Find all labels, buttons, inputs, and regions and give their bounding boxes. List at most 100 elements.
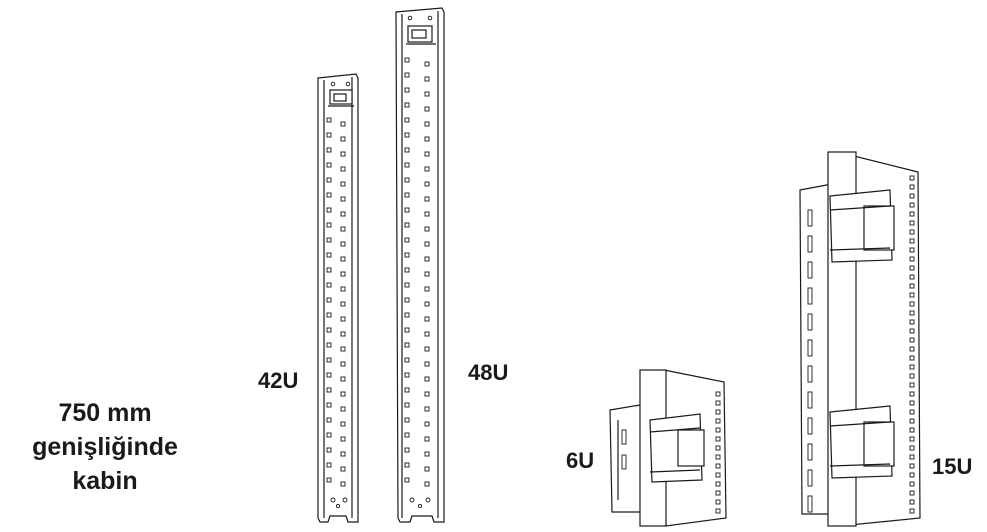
mounting-hole [340, 256, 346, 262]
mounting-slot [807, 287, 813, 305]
mounting-hole [340, 226, 346, 232]
mounting-hole [404, 327, 410, 333]
mounting-slot [807, 339, 813, 357]
mounting-hole [909, 328, 915, 334]
mounting-hole [404, 147, 410, 153]
mounting-hole [715, 436, 721, 442]
mounting-hole [404, 387, 410, 393]
mounting-hole [424, 76, 430, 82]
mounting-hole [340, 301, 346, 307]
rail-48u [395, 7, 445, 523]
mounting-hole [909, 229, 915, 235]
mounting-hole [340, 166, 346, 172]
mounting-hole [404, 462, 410, 468]
mounting-hole [340, 316, 346, 322]
mounting-hole [909, 256, 915, 262]
mounting-hole [340, 346, 346, 352]
mounting-hole [326, 162, 332, 168]
mounting-hole [404, 342, 410, 348]
mounting-hole [326, 447, 332, 453]
mounting-hole [340, 271, 346, 277]
mounting-hole [909, 274, 915, 280]
mounting-slot [807, 313, 813, 331]
mounting-hole [326, 372, 332, 378]
mounting-hole [404, 357, 410, 363]
mounting-hole [424, 286, 430, 292]
mounting-hole [909, 292, 915, 298]
rail-6u [609, 369, 727, 527]
mounting-hole [340, 391, 346, 397]
mounting-hole [424, 316, 430, 322]
mounting-hole [340, 181, 346, 187]
mounting-hole [326, 342, 332, 348]
mounting-hole [909, 247, 915, 253]
mounting-hole [909, 346, 915, 352]
mounting-hole [404, 282, 410, 288]
mounting-hole [424, 436, 430, 442]
mounting-hole [909, 355, 915, 361]
mounting-hole [424, 106, 430, 112]
mounting-hole [424, 406, 430, 412]
mounting-hole [404, 432, 410, 438]
mounting-hole [326, 477, 332, 483]
mounting-hole [715, 445, 721, 451]
mounting-hole [404, 192, 410, 198]
mounting-hole [404, 477, 410, 483]
mounting-hole [909, 436, 915, 442]
mounting-hole [404, 267, 410, 273]
mounting-hole [909, 508, 915, 514]
mounting-hole [340, 286, 346, 292]
mounting-hole [326, 297, 332, 303]
mounting-hole [909, 463, 915, 469]
mounting-hole [340, 421, 346, 427]
mounting-hole [326, 237, 332, 243]
mounting-hole [404, 297, 410, 303]
mounting-hole [340, 121, 346, 127]
mounting-hole [715, 490, 721, 496]
mounting-hole [424, 346, 430, 352]
mounting-hole [404, 162, 410, 168]
cabinet-width-caption: 750 mm genişliğinde kabin [0, 396, 210, 498]
mounting-hole [326, 417, 332, 423]
mounting-hole [909, 202, 915, 208]
mounting-hole [340, 196, 346, 202]
mounting-hole [909, 265, 915, 271]
mounting-hole [340, 331, 346, 337]
mounting-hole [424, 466, 430, 472]
mounting-hole [326, 207, 332, 213]
mounting-hole [909, 382, 915, 388]
mounting-hole [404, 447, 410, 453]
mounting-hole [424, 91, 430, 97]
mounting-hole [340, 361, 346, 367]
mounting-hole [909, 373, 915, 379]
mounting-hole [404, 207, 410, 213]
mounting-hole [909, 427, 915, 433]
mounting-hole [326, 192, 332, 198]
mounting-hole [909, 400, 915, 406]
mounting-hole [424, 421, 430, 427]
label-15u: 15U [932, 454, 973, 479]
mounting-hole [326, 117, 332, 123]
rail-15u [799, 151, 921, 527]
mounting-slot [807, 365, 813, 383]
label-48u: 48U [468, 360, 509, 385]
mounting-hole [715, 454, 721, 460]
mounting-hole [909, 391, 915, 397]
mounting-hole [340, 136, 346, 142]
mounting-hole [424, 376, 430, 382]
mounting-hole [404, 72, 410, 78]
label-42u: 42U [258, 368, 299, 393]
mounting-hole [909, 220, 915, 226]
mounting-hole [326, 177, 332, 183]
mounting-hole [424, 211, 430, 217]
mounting-hole [326, 402, 332, 408]
mounting-hole [424, 136, 430, 142]
mounting-hole [404, 372, 410, 378]
mounting-hole [340, 211, 346, 217]
mounting-slot [807, 495, 813, 513]
mounting-hole [404, 117, 410, 123]
mounting-hole [909, 193, 915, 199]
mounting-hole [909, 301, 915, 307]
mounting-hole [424, 301, 430, 307]
mounting-hole [909, 211, 915, 217]
